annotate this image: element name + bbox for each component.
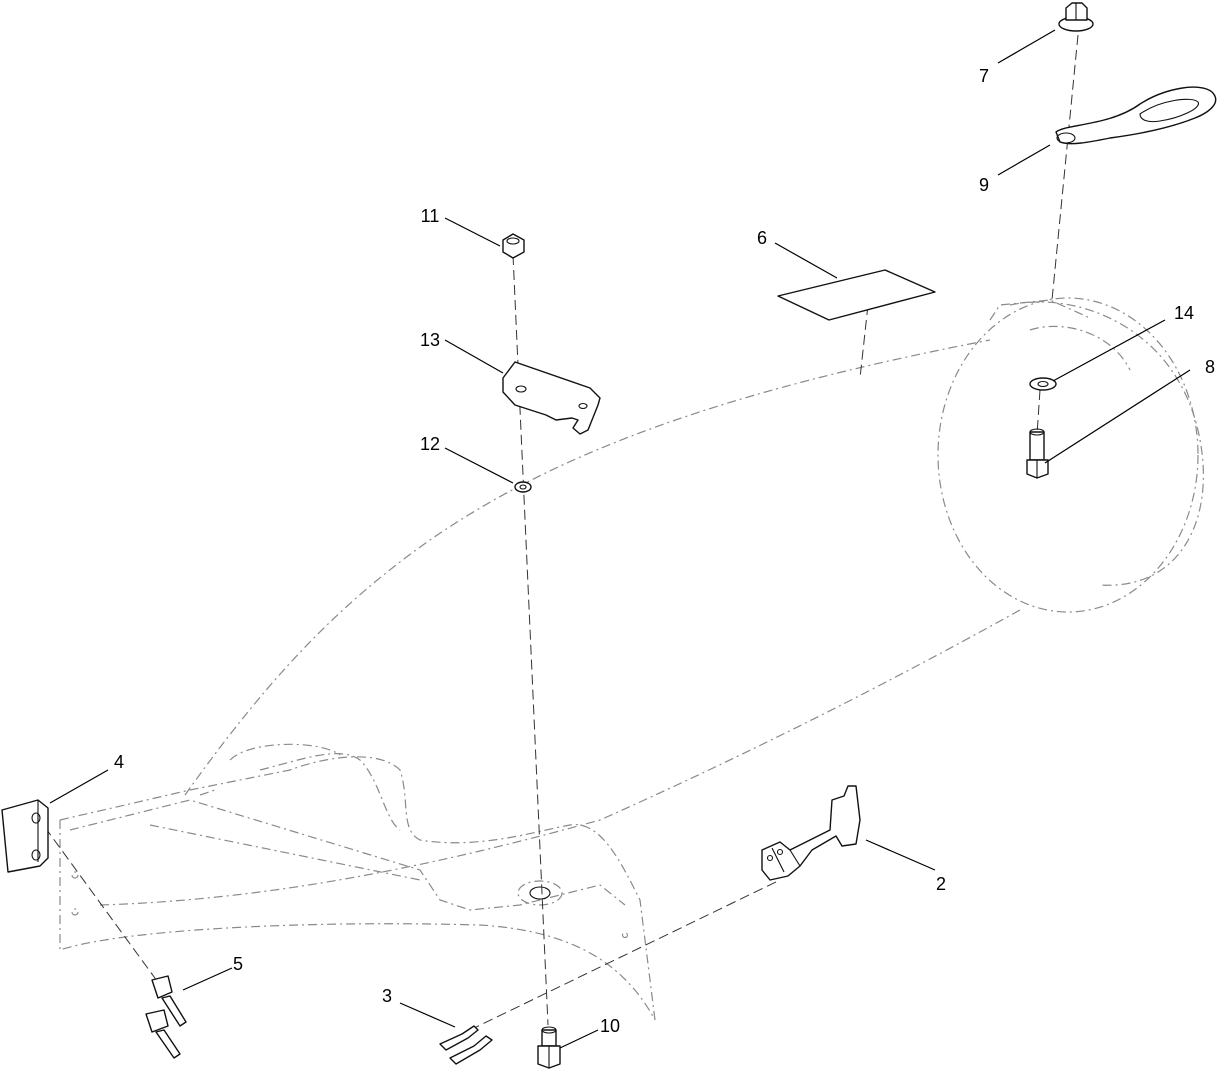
leader-lines [49,29,1191,1049]
part-4-clip [1,799,49,873]
part-9-handle [1055,86,1217,145]
callout-14: 14 [1174,303,1194,323]
assembly-lines [35,34,1079,1031]
part-7-fastener [1058,2,1094,32]
part-5-rivets [145,975,187,1059]
callouts: 7 9 11 6 13 14 8 12 4 2 5 3 10 [114,66,1215,1036]
callout-7: 7 [979,66,989,86]
part-13-bracket [502,361,601,435]
callout-13: 13 [420,330,440,350]
callout-12: 12 [420,434,440,454]
callout-8: 8 [1205,357,1215,377]
callout-2: 2 [936,874,946,894]
ghost-housing [59,297,1204,1021]
callout-3: 3 [382,986,392,1006]
part-8-bolt [1026,428,1049,479]
callout-11: 11 [421,206,440,226]
part-14-washer [1029,377,1057,391]
part-11-locknut [502,233,525,259]
callout-5: 5 [233,954,243,974]
part-10-bolt [537,1026,561,1069]
part-6-decal [777,269,936,321]
callout-4: 4 [114,752,124,772]
callout-10: 10 [600,1016,620,1036]
part-12-washer [514,481,532,493]
callout-6: 6 [757,228,767,248]
part-3-pins [439,1025,493,1065]
part-2-latch [761,785,861,881]
callout-9: 9 [979,175,989,195]
